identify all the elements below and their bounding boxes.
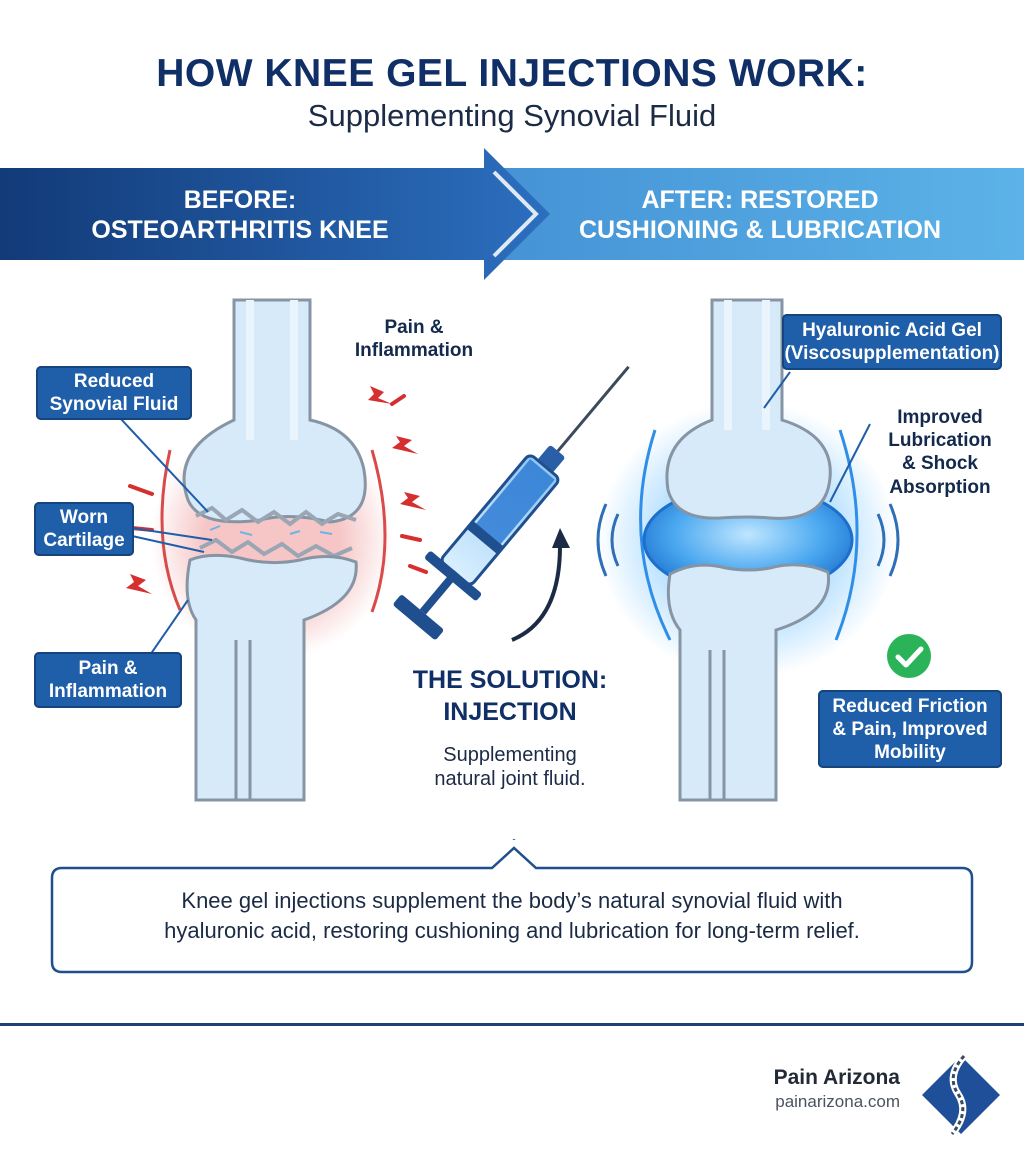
- result-label: Reduced Friction & Pain, Improved Mobili…: [818, 690, 1002, 768]
- solution-title-line2: INJECTION: [443, 698, 577, 726]
- tibia-bone: [185, 553, 358, 802]
- check-circle-icon: [887, 634, 931, 678]
- femur-highlight: [246, 300, 298, 440]
- footer-divider: [0, 1023, 1024, 1026]
- pain-bolt-icon: [400, 492, 426, 510]
- syringe-finger-flange: [425, 551, 482, 601]
- knee-illustration: [119, 298, 931, 840]
- pain-bolt-icon: [392, 436, 418, 454]
- summary-line2: hyaluronic acid, restoring cushioning an…: [164, 918, 860, 943]
- capsule-left: [639, 429, 672, 641]
- syringe: [393, 365, 630, 640]
- check-mark-icon: [895, 646, 924, 668]
- restored-knee: [596, 298, 931, 802]
- reduced-fluid-line1: Reduced: [73, 371, 155, 392]
- syringe-gel: [474, 459, 555, 546]
- inflamed-capsule-left: [160, 449, 182, 611]
- improved-label-line2: Lubrication: [888, 430, 992, 451]
- result-line2: & Pain, Improved: [832, 719, 988, 740]
- inflamed-capsule-right: [370, 449, 387, 613]
- summary-callout: [50, 846, 974, 974]
- pain-inflammation-line1: Pain &: [78, 658, 138, 679]
- pain-inflammation-line2: Inflammation: [48, 681, 168, 702]
- worn-cartilage-label: Worn Cartilage: [34, 502, 134, 556]
- hyaluronic-gel-label: Hyaluronic Acid Gel (Viscosupplementatio…: [782, 314, 1002, 370]
- after-heading-line1: AFTER: RESTORED: [641, 186, 879, 214]
- callout-frame: [50, 846, 974, 974]
- motion-arcs: [596, 503, 900, 577]
- worn-cartilage-line2: Cartilage: [43, 530, 125, 551]
- synovial-fluid-traces: [209, 525, 333, 536]
- syringe-thumb-rest: [393, 595, 444, 640]
- fibula-bone: [708, 650, 726, 800]
- pain-inflammation-label: Pain & Inflammation: [34, 652, 182, 708]
- before-heading-line2: OSTEOARTHRITIS KNEE: [91, 216, 389, 244]
- logo-vertebrae: [950, 1054, 966, 1135]
- hyaluronic-gel-line2: (Viscosupplementation): [784, 343, 1000, 364]
- banner-arrow: [0, 148, 550, 280]
- curved-arrow: [511, 545, 562, 642]
- reduced-fluid-label: Reduced Synovial Fluid: [36, 366, 192, 420]
- page-subtitle: Supplementing Synovial Fluid: [307, 98, 717, 133]
- pain-bolts: [126, 386, 426, 594]
- capsule-right: [834, 429, 859, 641]
- reduced-fluid-line2: Synovial Fluid: [49, 394, 179, 415]
- femur-highlight: [724, 300, 770, 430]
- improved-label-line3: & Shock: [901, 453, 979, 474]
- after-heading-line2: CUSHIONING & LUBRICATION: [578, 216, 942, 244]
- page-title: HOW KNEE GEL INJECTIONS WORK:: [156, 52, 868, 95]
- result-line1: Reduced Friction: [832, 696, 988, 717]
- brand-url[interactable]: painarizona.com: [775, 1092, 900, 1111]
- pain-bolt-icon: [126, 574, 152, 594]
- hyaluronic-gel-line1: Hyaluronic Acid Gel: [802, 320, 982, 341]
- after-leader-lines: [763, 371, 871, 503]
- before-leader-lines: [119, 417, 213, 659]
- femur-bone: [182, 298, 367, 524]
- summary-line1: Knee gel injections supplement the body’…: [181, 888, 843, 913]
- curved-arrow-head: [552, 528, 570, 548]
- pain-label-top-line1: Pain &: [384, 317, 444, 338]
- fibula-bone: [234, 640, 252, 800]
- solution-desc-line1: Supplementing: [443, 744, 577, 766]
- syringe-needle: [556, 365, 630, 453]
- osteoarthritis-knee: [119, 298, 428, 802]
- femur-bone: [665, 298, 832, 520]
- improved-label-line1: Improved: [897, 407, 983, 428]
- worn-cartilage-line1: Worn: [59, 507, 109, 528]
- improved-label-line4: Absorption: [889, 477, 991, 498]
- pain-label-top-line2: Inflammation: [354, 340, 474, 361]
- solution-title-line1: THE SOLUTION:: [412, 666, 608, 694]
- result-line3: Mobility: [874, 742, 946, 763]
- tibia-bone: [666, 563, 831, 802]
- before-heading-line1: BEFORE:: [183, 186, 297, 214]
- syringe-plunger-seal: [466, 520, 504, 555]
- brand-name: Pain Arizona: [773, 1066, 900, 1089]
- before-after-banner: [0, 148, 1024, 280]
- worn-cartilage-bottom: [199, 537, 353, 559]
- arrow-chevron: [492, 170, 539, 258]
- worn-cartilage-top: [195, 505, 357, 527]
- spine-logo-icon: [922, 1053, 1000, 1137]
- solution-desc-line2: natural joint fluid.: [434, 768, 586, 790]
- pain-bolt-icon: [368, 386, 392, 404]
